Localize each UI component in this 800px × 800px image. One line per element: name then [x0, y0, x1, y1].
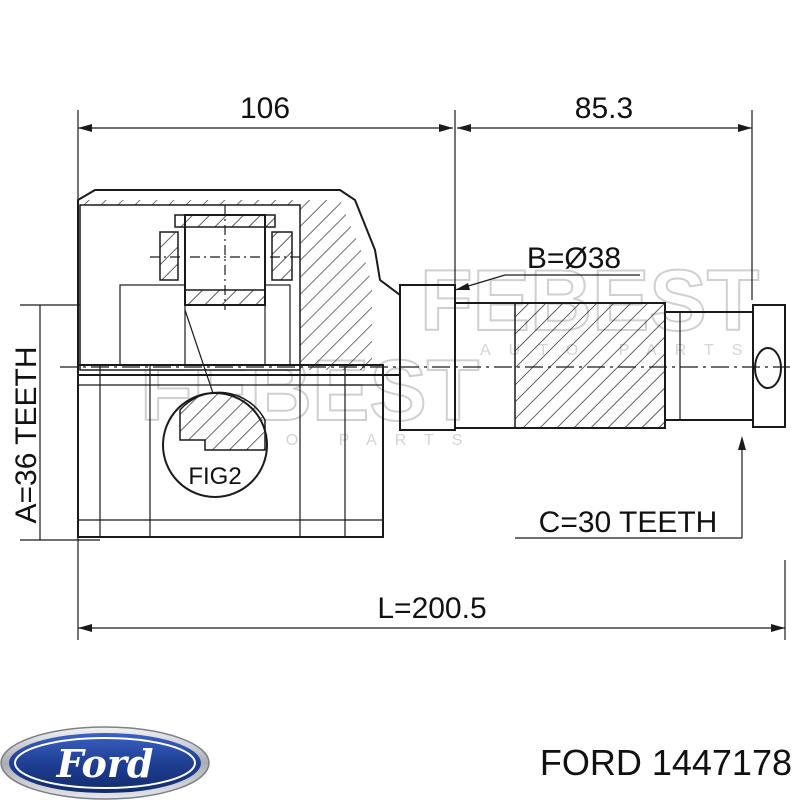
- housing: [77, 189, 401, 538]
- dim-inner-teeth: C=30 TEETH: [539, 506, 718, 539]
- dim-outer-teeth: A=36 TEETH: [10, 346, 43, 523]
- part-number: 1447178: [652, 742, 792, 783]
- dim-housing-length: 106: [240, 92, 290, 125]
- dim-total-length: L=200.5: [377, 592, 486, 625]
- ford-logo: Ford: [0, 726, 210, 800]
- dim-stub-length: 85.3: [575, 92, 633, 125]
- dim-diameter: B=Ø38: [527, 242, 621, 275]
- fig2-detail: FIG2: [162, 391, 268, 498]
- ford-logo-text: Ford: [56, 741, 154, 786]
- dimension-lines: [39, 124, 785, 632]
- fig2-label: FIG2: [188, 463, 241, 490]
- part-number-label: FORD 1447178: [540, 742, 792, 783]
- stub-shaft: [399, 284, 786, 431]
- part-brand: FORD: [540, 742, 642, 783]
